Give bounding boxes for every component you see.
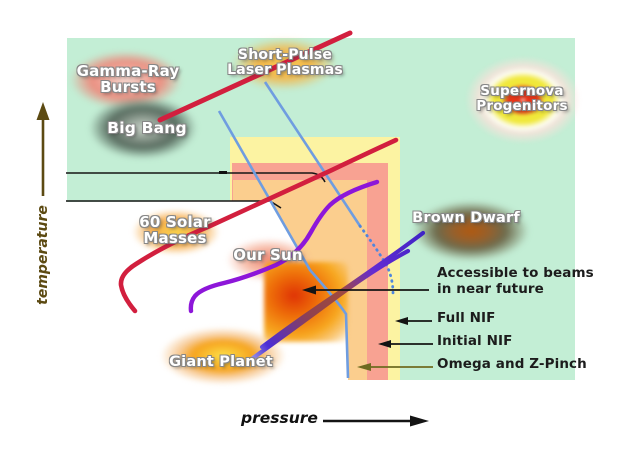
accessible-line2: in near future: [437, 280, 544, 297]
laser-plasma-boundary-line-left: [217, 110, 350, 379]
reference-line-upper: [66, 172, 326, 183]
our-sun-label: Our Sun: [233, 247, 303, 263]
gamma-ray-bursts-line1: Gamma-Ray: [76, 62, 180, 80]
full-nif-label: Full NIF: [437, 310, 496, 327]
temperature-axis-arrowhead-icon: [36, 102, 50, 120]
big-bang-text: Big Bang: [107, 119, 187, 137]
brown-dwarf-text: Brown Dwarf: [412, 210, 520, 226]
sixty-solar-line2: Masses: [143, 229, 207, 248]
temperature-axis-label: temperature: [35, 205, 51, 305]
temperature-text: temperature: [35, 205, 51, 305]
giant-planet-label: Giant Planet: [169, 354, 273, 371]
giant-planet-brown-dwarf-track-lower: [250, 248, 411, 361]
sixty-solar-line1: 60 Solar: [139, 213, 211, 231]
giant-planet-text: Giant Planet: [169, 354, 273, 370]
boundary-line-dotted-extension: [358, 224, 395, 295]
short-pulse-line2: Laser Plasmas: [227, 62, 343, 79]
accessible-arrowhead-icon: [302, 285, 316, 295]
pressure-axis-label: pressure: [241, 409, 318, 427]
pressure-text: pressure: [241, 409, 318, 427]
supernova-line1: Supernova: [480, 83, 564, 99]
accessible-line1: Accessible to beams: [437, 265, 594, 281]
initial-nif-label: Initial NIF: [437, 333, 513, 350]
our-sun-track: [188, 179, 380, 314]
short-pulse-laser-plasmas-label: Short-Pulse Laser Plasmas: [227, 47, 343, 79]
laser-plasma-boundary-line-right: [263, 81, 362, 227]
initial-nif-arrowhead-icon: [378, 340, 391, 348]
full-nif-text: Full NIF: [437, 310, 496, 326]
gamma-ray-bursts-line2: Bursts: [100, 78, 156, 97]
omega-arrowhead-icon: [357, 363, 371, 371]
full-nif-arrowhead-icon: [395, 317, 408, 325]
sixty-solar-masses-label: 60 Solar Masses: [139, 214, 210, 246]
pressure-axis-arrowhead-icon: [410, 415, 429, 427]
big-bang-label: Big Bang: [107, 120, 187, 137]
gamma-ray-bursts-label: Gamma-Ray Bursts: [77, 63, 180, 95]
accessible-to-beams-label: Accessible to beams in near future: [437, 265, 594, 297]
omega-zpinch-label: Omega and Z-Pinch: [437, 356, 587, 373]
our-sun-text: Our Sun: [233, 246, 303, 264]
short-pulse-line1: Short-Pulse: [237, 47, 333, 63]
omega-zpinch-text: Omega and Z-Pinch: [437, 356, 587, 372]
initial-nif-text: Initial NIF: [437, 333, 513, 349]
brown-dwarf-label: Brown Dwarf: [412, 210, 520, 227]
sixty-solar-masses-track: [118, 137, 399, 314]
big-bang-track: [157, 30, 353, 123]
reference-line-tick: [219, 171, 227, 174]
supernova-progenitors-label: Supernova Progenitors: [476, 84, 568, 113]
supernova-line2: Progenitors: [476, 97, 568, 114]
